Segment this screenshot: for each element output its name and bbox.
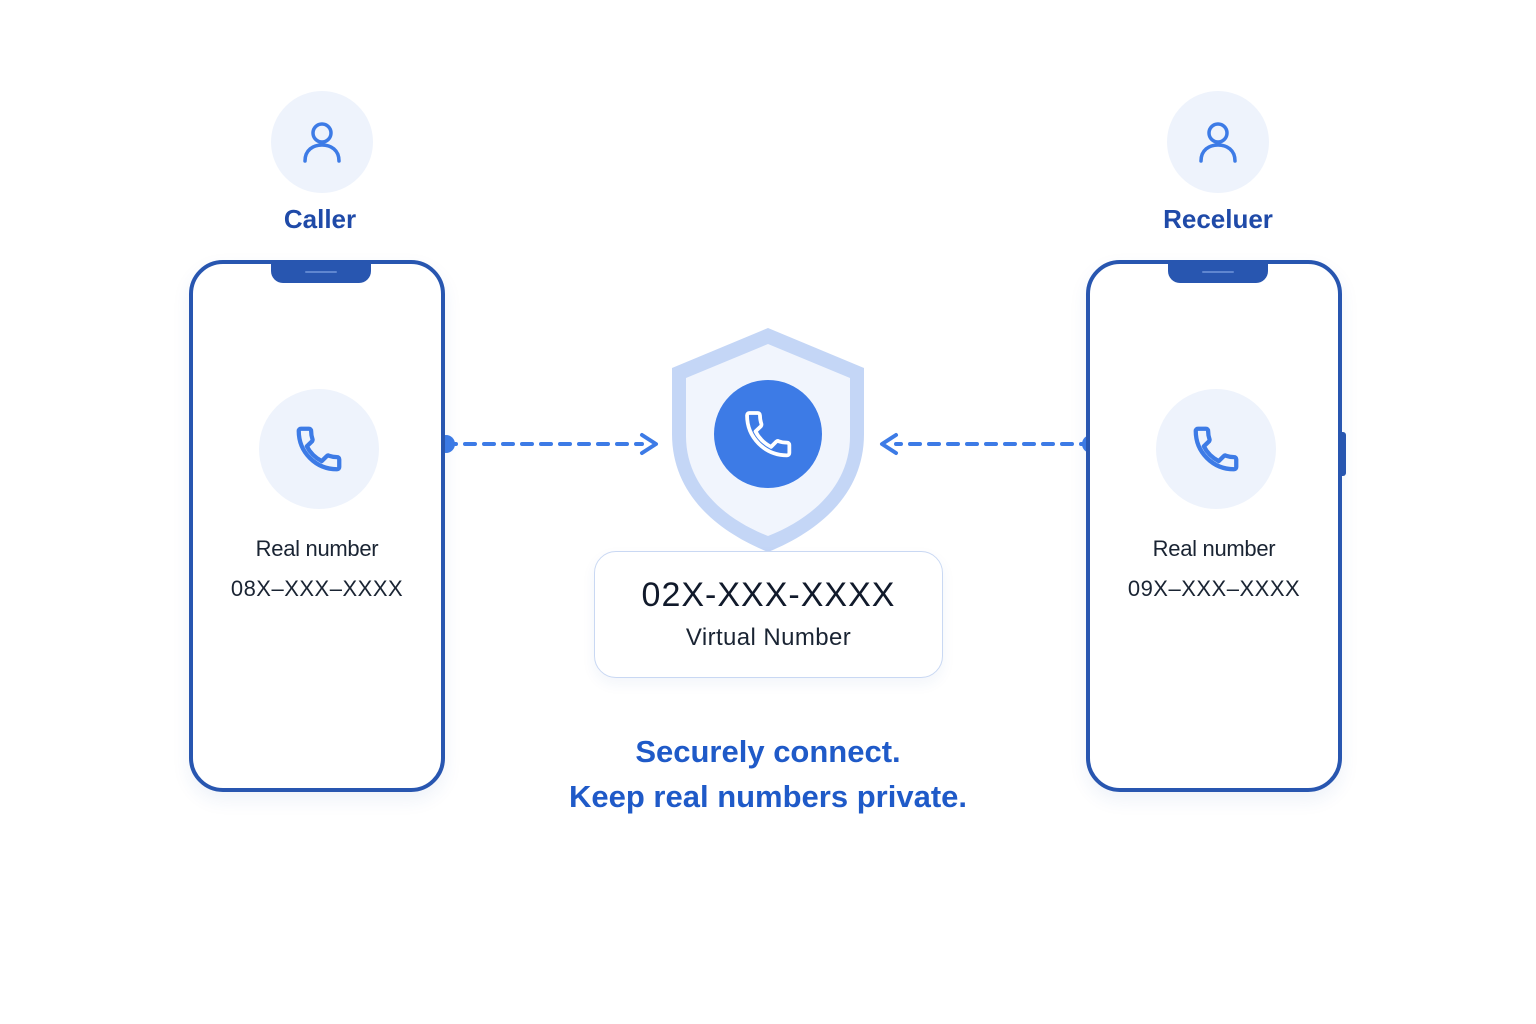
user-icon bbox=[1199, 122, 1237, 163]
virtual-number-card: 02X-XXX-XXXX Virtual Number bbox=[594, 551, 943, 678]
phone-notch bbox=[1168, 263, 1268, 283]
tagline-line-1: Securely connect. bbox=[635, 734, 901, 769]
shield-phone-icon bbox=[672, 328, 864, 552]
caller-real-number-label: Real number bbox=[255, 536, 379, 561]
caller-label: Caller bbox=[283, 204, 357, 234]
phone-icon bbox=[1193, 426, 1239, 472]
caller-avatar bbox=[271, 91, 373, 193]
phone-side-button bbox=[1341, 432, 1346, 476]
tagline-line-2: Keep real numbers private. bbox=[569, 779, 967, 814]
receiver-arrowhead bbox=[880, 433, 898, 455]
caller-phone: Real number 08X–XXX–XXXX bbox=[189, 260, 445, 792]
receiver-real-number: 09X–XXX–XXXX bbox=[1127, 576, 1301, 601]
caller-arrowhead bbox=[640, 433, 658, 455]
receiver-phone: Real number 09X–XXX–XXXX bbox=[1086, 260, 1346, 792]
virtual-number: 02X-XXX-XXXX bbox=[641, 576, 896, 614]
receiver-avatar bbox=[1167, 91, 1269, 193]
user-icon bbox=[303, 122, 341, 163]
receiver-phone-icon-circle bbox=[1156, 389, 1276, 509]
virtual-number-label: Virtual Number bbox=[685, 624, 852, 651]
receiver-real-number-label: Real number bbox=[1152, 536, 1276, 561]
caller-phone-icon-circle bbox=[259, 389, 379, 509]
phone-notch bbox=[271, 263, 371, 283]
phone-icon bbox=[296, 426, 342, 472]
caller-real-number: 08X–XXX–XXXX bbox=[230, 576, 404, 601]
receiver-label: Receluer bbox=[1163, 204, 1273, 234]
